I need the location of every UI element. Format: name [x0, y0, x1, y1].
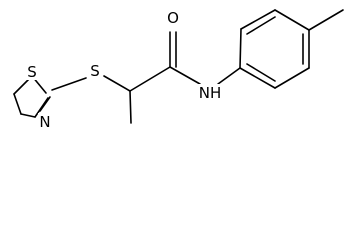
bond-ar-2-3 — [240, 9, 276, 30]
atom-label-amide-nh: NH — [199, 84, 222, 102]
bond-ar-inner-c — [246, 63, 276, 82]
bond-c5-c4 — [13, 93, 22, 115]
bond-ch-carbonyl — [129, 66, 171, 92]
bond-s-thioether-ch — [103, 75, 131, 92]
bond-c4-n3 — [20, 113, 36, 118]
atom-label-nitrogen-ring: N — [39, 113, 50, 131]
bond-ar-6-1 — [239, 67, 276, 89]
bond-ar-1-2 — [239, 28, 242, 69]
atom-label-sulfur-ring: S — [27, 63, 37, 81]
bond-carbonyl-n — [169, 66, 201, 85]
bond-ar-inner-a — [246, 16, 276, 35]
bond-n3-c2 — [34, 97, 49, 118]
atom-label-sulfur-thioether: S — [90, 62, 100, 80]
atom-labels: S N S O NH — [25, 8, 224, 131]
tolyl-ring — [217, 9, 344, 89]
bond-ar-3-4 — [274, 9, 310, 31]
atom-label-oxygen: O — [167, 9, 179, 27]
bond-n3-c2-double — [39, 96, 51, 112]
bond-ar-methyl — [308, 9, 344, 31]
thiazoline-ring — [13, 75, 51, 118]
bond-n-aryl — [217, 67, 241, 85]
bond-ar-5-6 — [274, 67, 310, 89]
side-chain — [51, 31, 201, 124]
bond-ch-methyl — [129, 90, 132, 124]
chemical-structure-diagram: S N S O NH — [13, 8, 344, 131]
bond-c2-s-thioether — [51, 77, 87, 91]
